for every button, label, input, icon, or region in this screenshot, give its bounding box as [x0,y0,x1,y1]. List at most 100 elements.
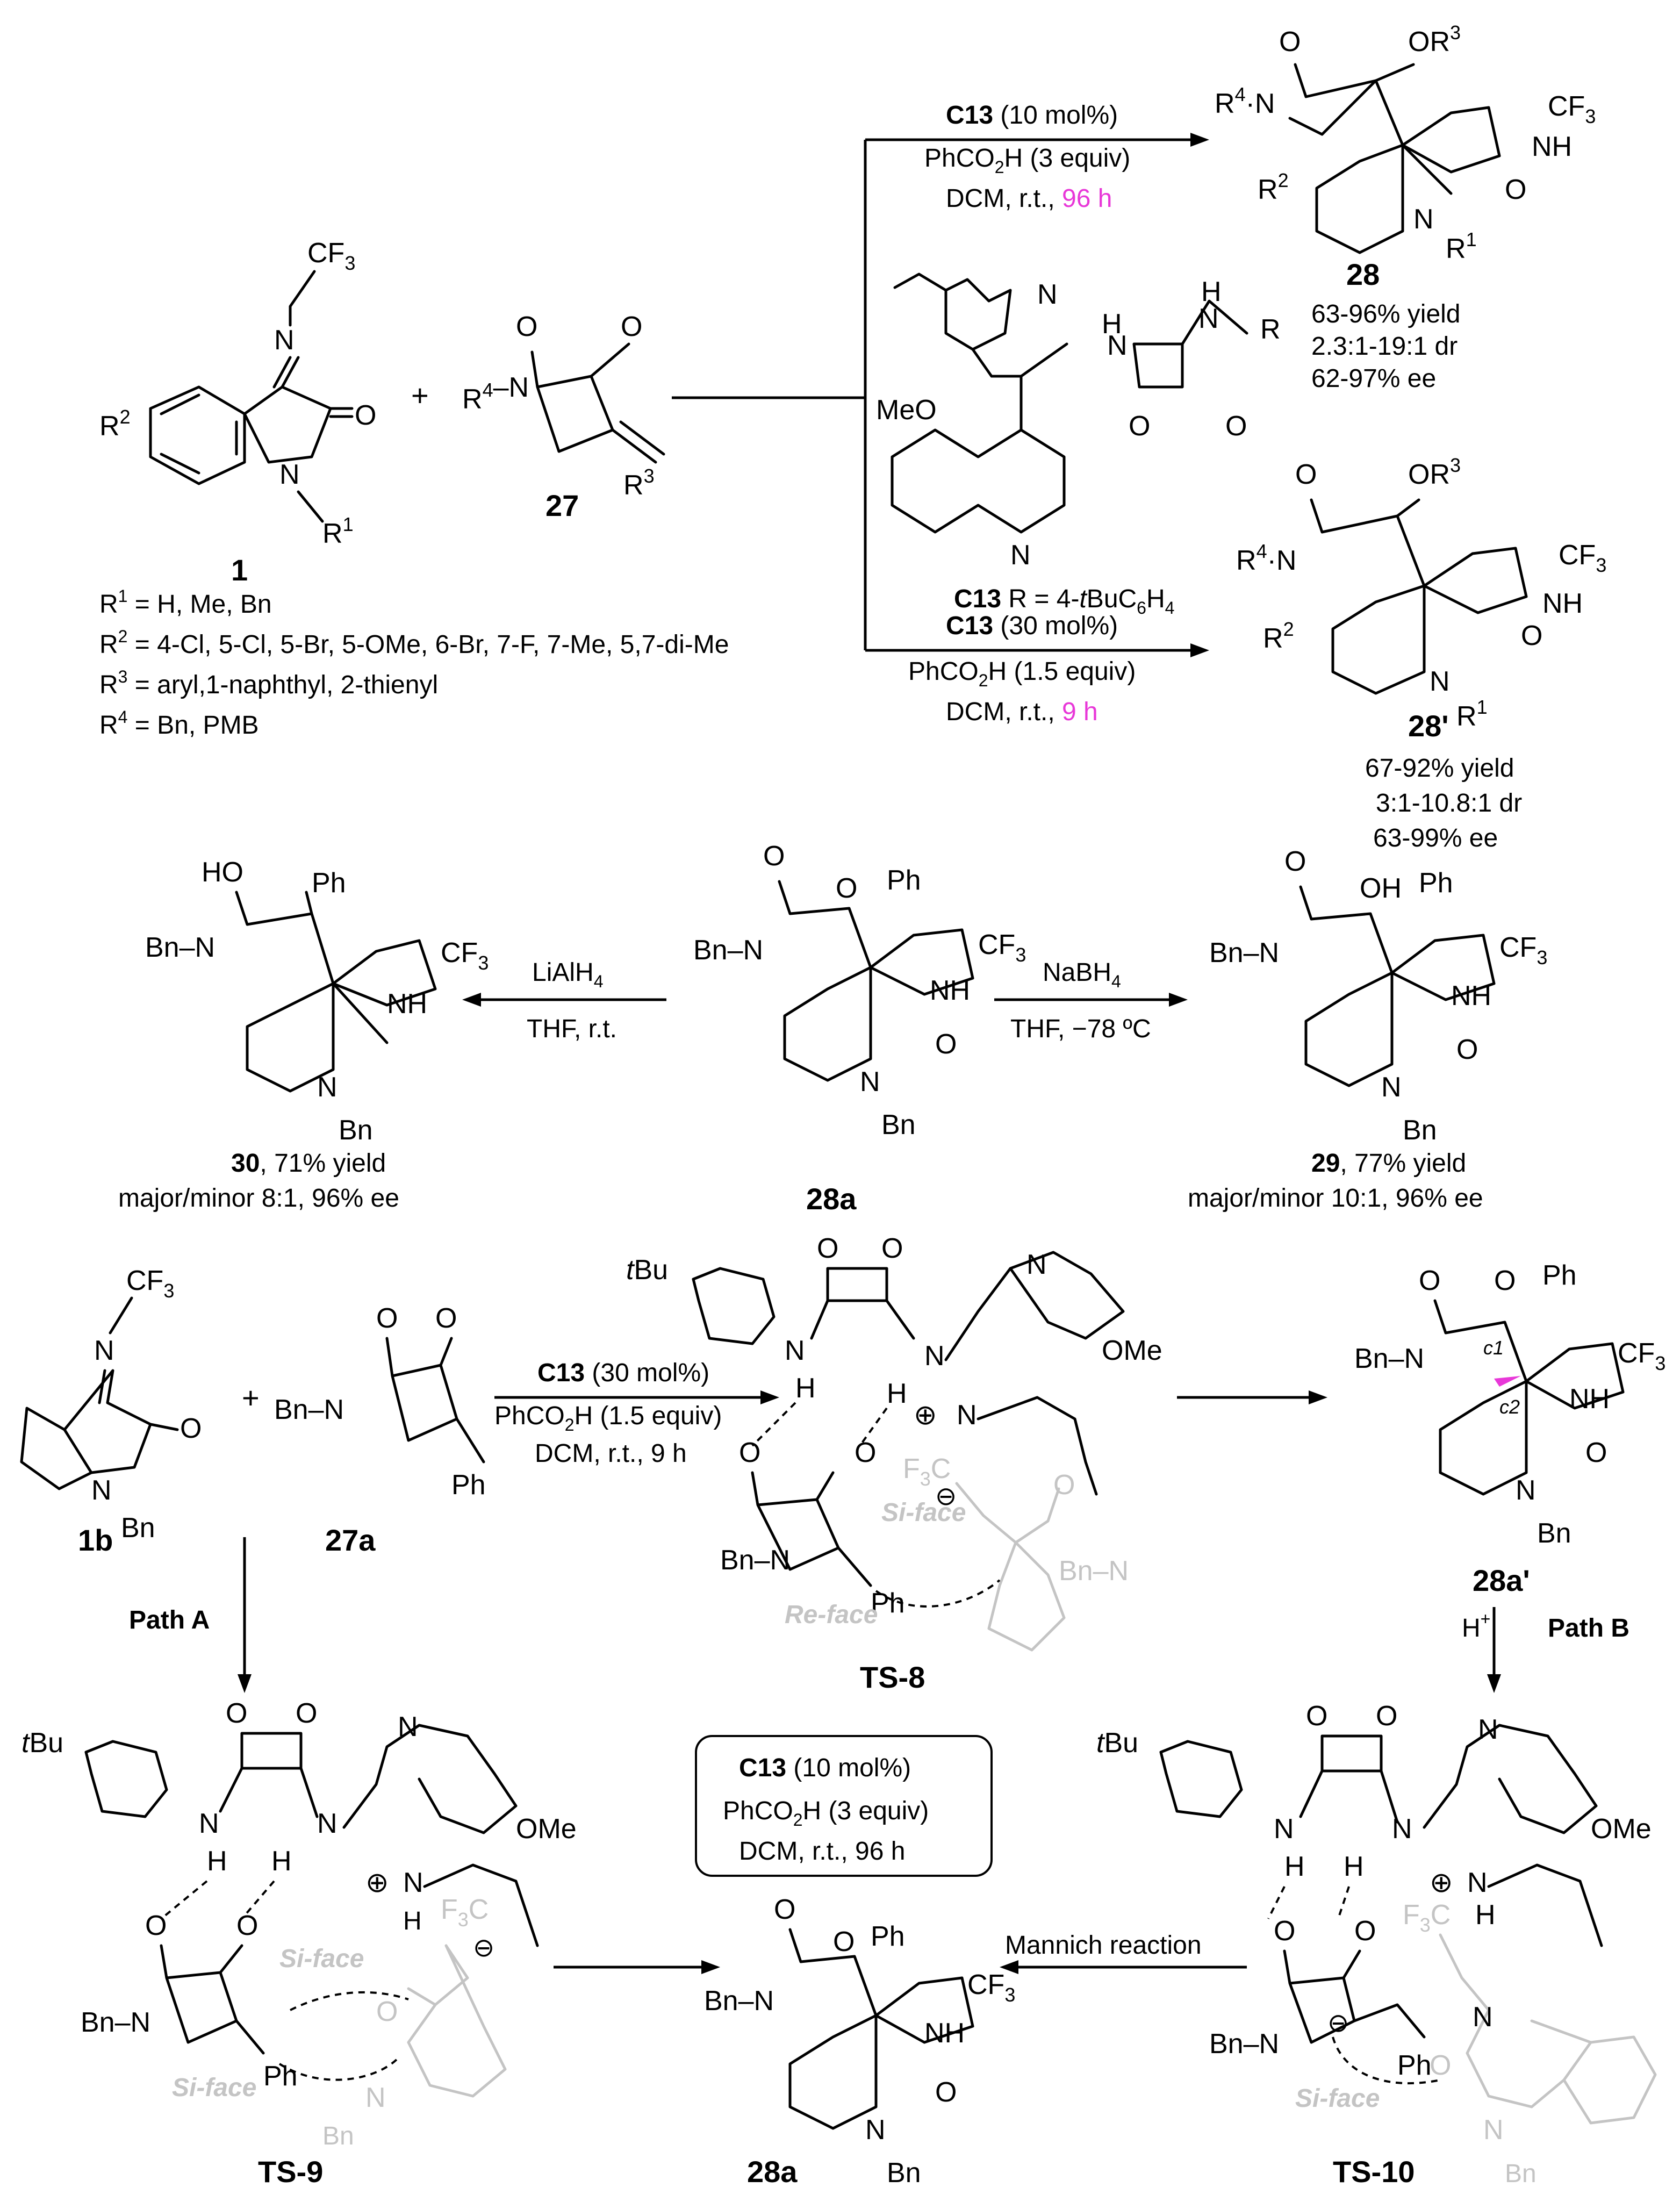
atom-bn: Bn [322,2122,354,2150]
svg-text:R1 = H, Me, Bn: R1 = H, Me, Bn [99,586,272,619]
path-a-label: Path A [129,1606,210,1634]
atom-ph: Ph [871,1921,905,1952]
atom-o: O [1505,174,1526,205]
svg-text:c1: c1 [1483,1337,1504,1359]
atom-n: N [398,1711,418,1742]
atom-h: H [887,1378,907,1409]
svg-text:C13 (30 mol%): C13 (30 mol%) [537,1359,709,1387]
svg-text:tBu: tBu [21,1727,63,1759]
atom-nh: NH [924,2018,965,2049]
svg-text:TS-10: TS-10 [1333,2155,1415,2189]
starting-material-27a: O O Bn–N Ph 27a [274,1303,486,1557]
atom-bn: Bn [1403,1115,1437,1146]
svg-text:TS-8: TS-8 [860,1660,925,1694]
atom-o: O [1284,846,1306,877]
reaction-arrow [1000,1960,1247,1974]
atom-o: O [1494,1265,1516,1296]
svg-text:R1: R1 [322,513,354,549]
svg-text:Si-face: Si-face [279,1945,364,1973]
atom-o: O [376,1996,398,2027]
svg-text:⊕: ⊕ [1430,1867,1453,1898]
svg-text:tBu: tBu [1096,1727,1138,1759]
svg-text:F3C: F3C [441,1894,489,1931]
label-28: 28 [1346,257,1380,291]
atom-n: N [924,1340,945,1372]
svg-text:major/minor 8:1, 96% ee: major/minor 8:1, 96% ee [118,1184,399,1213]
atom-n: N [1198,303,1219,334]
reaction-arrow [462,993,1188,1007]
atom-o: O [180,1413,202,1444]
svg-text:67-92% yield: 67-92% yield [1365,754,1514,783]
atom-o: O [1419,1265,1440,1296]
product-28-prime: O OR3 R4·N CF3 NH O N R1 R2 28' 67-92% y… [1236,454,1606,852]
atom-ph: Ph [263,2061,298,2092]
svg-text:Si-face: Si-face [172,2074,256,2102]
atom-ph: Ph [1419,867,1453,899]
conditions-box: C13 (10 mol%) PhCO2H (3 equiv) DCM, r.t.… [695,1735,993,1877]
svg-text:⊖: ⊖ [935,1482,957,1511]
atom-ph: Ph [1397,2050,1432,2081]
atom-o: O [1456,1034,1478,1065]
conditions-nabh4: THF, −78 ºC [1010,1015,1151,1043]
svg-text:PhCO2H (1.5 equiv): PhCO2H (1.5 equiv) [494,1402,722,1434]
atom-o: O [296,1698,317,1729]
svg-text:R2: R2 [99,406,131,442]
atom-h: H [1475,1899,1496,1931]
transition-state-ts10: tBu O O N H N H N OMe ⊕ N H O O ⊖ Bn–N P… [1096,1701,1657,2189]
product-28a-bottom: O O Ph Bn–N CF3 NH O N Bn 28a [704,1894,1015,2189]
atom-bn: Bn [1505,2160,1537,2188]
atom-ome: OMe [1102,1335,1162,1366]
atom-o: O [763,841,785,872]
atom-n: N [317,1072,338,1103]
svg-text:27a: 27a [325,1523,376,1557]
atom-h: H [207,1846,227,1877]
atom-o: O [145,1910,167,1941]
atom-h: H [403,1907,422,1935]
atom-r: R [1260,314,1281,345]
atom-ph: Ph [451,1469,486,1501]
svg-text:PhCO2H (1.5 equiv): PhCO2H (1.5 equiv) [908,657,1136,690]
atom-n: N [1107,330,1128,361]
svg-text:CF3: CF3 [126,1265,174,1302]
svg-text:R3: R3 [623,465,655,501]
intermediate-28a-prime: O O Ph Bn–N CF3 NH c1 c2 O N Bn 28a' [1354,1260,1665,1597]
atom-bn-n: Bn–N [145,932,215,963]
conditions-b: C13 (30 mol%) PhCO2H (1.5 equiv) DCM, r.… [908,612,1136,726]
atom-ome: OMe [1591,1813,1652,1845]
atom-nh-h: H [1102,309,1122,340]
svg-text:⊖: ⊖ [473,1934,494,1962]
svg-text:C13 R = 4-tBuC6H4: C13 R = 4-tBuC6H4 [954,585,1174,618]
atom-o: O [833,1926,855,1957]
reaction-arrow [672,133,1209,657]
product-28a: O O Ph Bn–N CF3 NH O N Bn 28a [693,841,1026,1216]
atom-n: N [1483,2114,1504,2146]
atom-oh: OH [1360,873,1402,904]
svg-text:CF3: CF3 [1499,932,1547,969]
mechanism-conditions: C13 (30 mol%) PhCO2H (1.5 equiv) DCM, r.… [494,1359,722,1468]
svg-text:R4 = Bn, PMB: R4 = Bn, PMB [99,707,259,740]
proton-label: H+ [1462,1609,1490,1642]
svg-text:CF3: CF3 [1618,1338,1665,1374]
svg-text:CF3: CF3 [1559,540,1606,576]
svg-text:R4–N: R4–N [462,372,529,415]
atom-h: H [1284,1851,1305,1882]
svg-text:tBu: tBu [626,1254,668,1286]
atom-bn-n: Bn–N [1209,2028,1279,2060]
atom-bn-n: Bn–N [1354,1343,1424,1374]
atom-o: O [1585,1437,1607,1468]
atom-o: O [836,873,857,904]
atom-n: N [1026,1249,1047,1280]
atom-o: O [1053,1469,1075,1501]
atom-bn: Bn [121,1512,155,1544]
svg-text:R3 = aryl,1-naphthyl, 2-thieny: R3 = aryl,1-naphthyl, 2-thienyl [99,667,438,699]
svg-text:c2: c2 [1499,1396,1520,1418]
atom-n: N [1467,1867,1488,1898]
atom-nh: NH [387,988,427,1020]
atom-n: N [865,2114,886,2146]
atom-o: O [935,2077,957,2108]
atom-o: O [435,1303,457,1334]
atom-n: N [1516,1475,1536,1506]
svg-text:Si-face: Si-face [1295,2084,1380,2113]
svg-text:R4·N: R4·N [1236,540,1296,576]
svg-text:28a: 28a [806,1182,857,1216]
